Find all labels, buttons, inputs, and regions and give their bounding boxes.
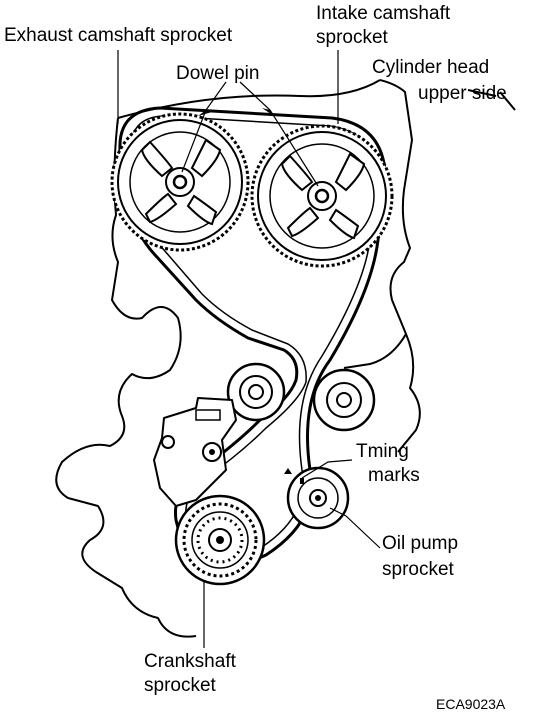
intake-camshaft-sprocket-label-1: Intake camshaft	[316, 3, 451, 24]
tensioner-bracket	[153, 397, 237, 507]
cylinder-head-upper-side-label-1: Cylinder head	[372, 57, 490, 78]
crankshaft-sprocket-label-1: Crankshaft	[144, 651, 236, 672]
intake-camshaft-sprocket-label-2: sprocket	[316, 27, 388, 48]
oil-pump-sprocket-label-1: Oil pump	[382, 533, 459, 554]
exhaust-camshaft-sprocket	[110, 112, 250, 252]
tensioner-pulley	[312, 368, 376, 432]
leader-arrowheads	[198, 108, 274, 116]
timing-marks-label-2: marks	[368, 465, 420, 486]
idler-pulley	[226, 362, 286, 422]
head-top-edge	[117, 79, 381, 119]
engine-block-outline	[55, 79, 516, 638]
oil-pump-sprocket-label-2: sprocket	[382, 559, 454, 580]
oil-pump-sprocket	[286, 466, 350, 530]
crankshaft-sprocket-label-2: sprocket	[144, 675, 216, 696]
figure-code: ECA9023A	[436, 696, 506, 712]
timing-marks	[284, 468, 304, 484]
exhaust-camshaft-sprocket-label: Exhaust camshaft sprocket	[4, 25, 233, 46]
cylinder-head-upper-side-label-2: upper side	[418, 83, 507, 104]
dowel-pin-label: Dowel pin	[176, 63, 260, 84]
intake-camshaft-sprocket	[250, 124, 394, 268]
crankshaft-sprocket	[174, 494, 266, 586]
timing-marks-label-1: Tming	[356, 441, 409, 462]
